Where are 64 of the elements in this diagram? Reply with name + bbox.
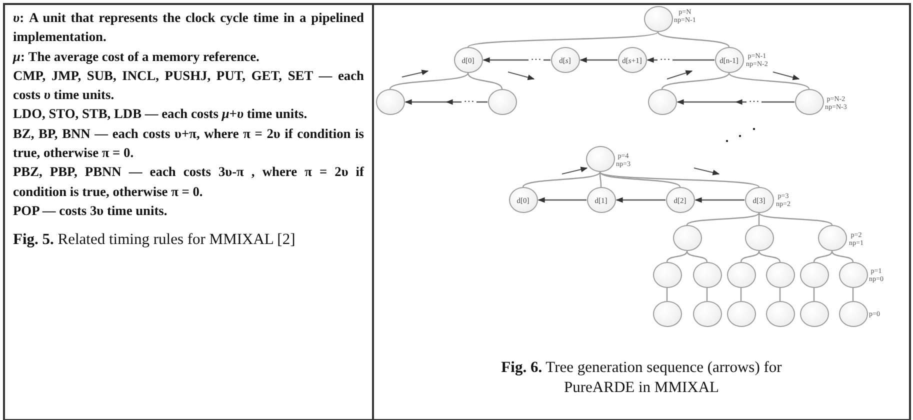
tree-node [652, 262, 682, 288]
tree-node [648, 89, 676, 115]
timing-rule: LDO, STO, STB, LDB — each costs μ+υ time units. [13, 105, 308, 124]
tree-node [692, 301, 722, 327]
tree-branch [779, 288, 781, 301]
tree-branch [686, 250, 708, 262]
tree-branch [658, 32, 730, 48]
timing-rule: PBZ, PBP, PBNN — each costs 3υ-π , where π = 2υ if condition is true, otherwise π = 0. [13, 163, 364, 201]
tree-branch [758, 212, 832, 226]
tree-branch [852, 288, 854, 301]
tree-branch [600, 172, 680, 188]
tree-node [800, 262, 828, 288]
arrow [580, 57, 618, 63]
tree-branch [813, 250, 833, 262]
timing-rule: μ: The average cost of a memory reference. [13, 48, 260, 66]
tree-branch [467, 72, 503, 90]
tree-node [644, 6, 672, 32]
arrow [646, 57, 714, 63]
tree-node [726, 262, 756, 288]
tree-branch [706, 288, 708, 301]
tree-node [794, 89, 824, 115]
figure-panel [3, 3, 374, 420]
tree-branch [740, 288, 742, 301]
tree-node [652, 301, 682, 327]
tree-branch [661, 72, 730, 90]
tree-branch [666, 288, 668, 301]
tree-branch [468, 31, 658, 48]
tree-node [744, 225, 774, 251]
tree-node [800, 301, 828, 327]
arrow [405, 99, 488, 105]
arrow [677, 99, 794, 105]
tree-branch [390, 72, 468, 90]
tree-node [488, 89, 516, 115]
timing-rule: CMP, JMP, SUB, INCL, PUSHJ, PUT, GET, SET — each costs υ time units. [13, 66, 364, 104]
timing-rule: POP — costs 3υ time units. [13, 202, 168, 220]
tree-node [766, 301, 794, 327]
tree-node [766, 262, 794, 288]
tree-branch [599, 172, 602, 187]
figure-panel [372, 3, 911, 420]
tree-node [838, 262, 868, 288]
arrow [482, 57, 550, 63]
tree-branch [666, 250, 688, 262]
figure-caption: Fig. 5. Related timing rules for MMIXAL [2] [13, 230, 296, 250]
tree-node [818, 225, 846, 251]
tree-node [726, 301, 756, 327]
timing-rule: υ: A unit that represents the clock cycle time in a pipelined implementation. [13, 9, 364, 46]
arrow [538, 197, 586, 203]
tree-node [586, 146, 614, 172]
arrow [694, 197, 744, 203]
tree-branch [813, 288, 815, 301]
tree-branch [600, 172, 760, 188]
arrow [616, 197, 666, 203]
tree-branch [758, 250, 781, 262]
tree-branch [758, 213, 760, 225]
tree-node [838, 301, 868, 327]
tree-node [672, 225, 702, 251]
tree-branch [522, 172, 600, 188]
tree-branch [728, 72, 810, 90]
tree-branch [740, 250, 760, 262]
tree-branch [831, 250, 854, 262]
tree-node [376, 89, 404, 115]
figure-caption: Fig. 6. Tree generation sequence (arrows) for PureARDE in MMIXAL [500, 358, 783, 398]
timing-rule: BZ, BP, BNN — each costs υ+π, where π = 2υ if condition is true, otherwise π = 0. [13, 124, 364, 162]
tree-node [692, 262, 722, 288]
